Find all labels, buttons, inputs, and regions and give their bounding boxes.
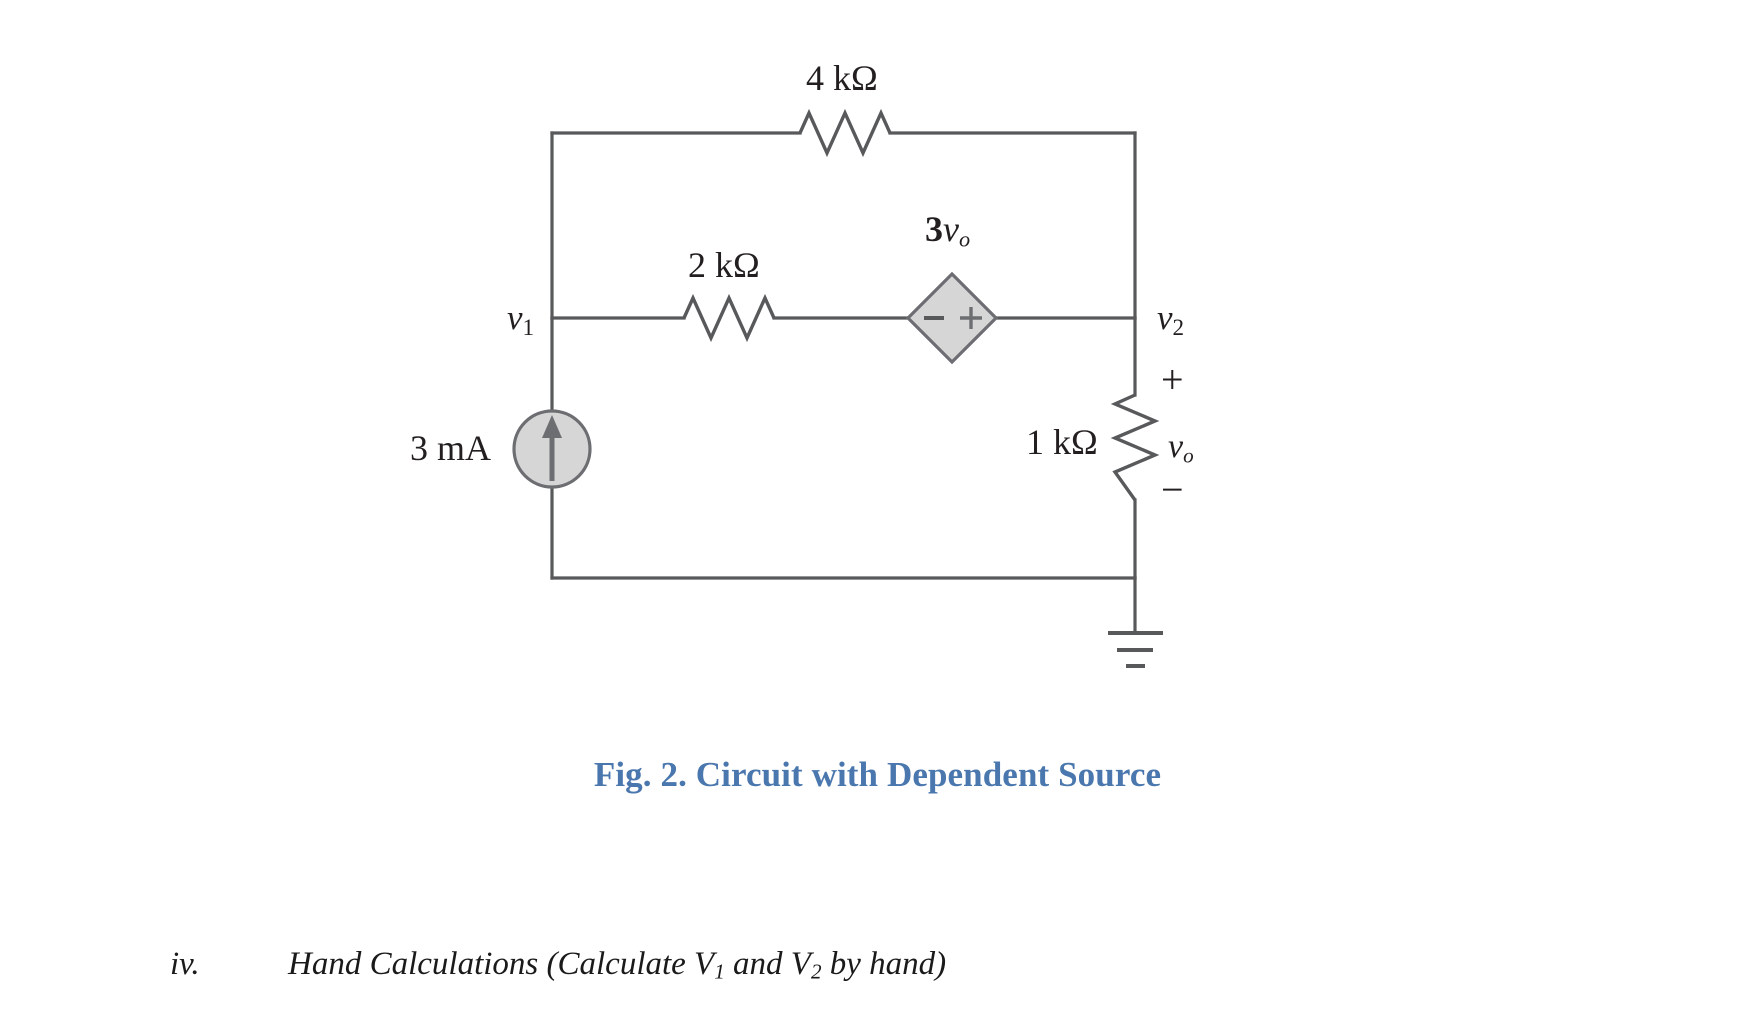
node-label-v2: v2: [1157, 300, 1184, 339]
task-text-before: Hand Calculations (Calculate V: [288, 946, 715, 982]
resistor-4k-zigzag: [798, 108, 892, 158]
resistor-1k-zigzag: [1110, 393, 1160, 501]
resistor-1k-label: 1 kΩ: [1026, 422, 1098, 462]
circuit-svg-canvas: [512, 108, 1163, 668]
task-enumerator: iv.: [170, 946, 200, 982]
dependent-source-label-gain: 3: [925, 209, 943, 249]
task-text-after: by hand): [821, 946, 947, 982]
resistor-2k-label: 2 kΩ: [688, 245, 760, 285]
vo-label-subscript: o: [1183, 443, 1194, 468]
figure-caption: Fig. 2. Circuit with Dependent Source: [593, 755, 1162, 794]
current-source-label: 3 mA: [410, 428, 491, 468]
node-label-v2-name: v: [1157, 298, 1173, 337]
dependent-source-diamond: [905, 271, 999, 365]
vo-plus-sign: +: [1161, 357, 1184, 402]
task-subscript-2: 2: [810, 959, 822, 984]
node-label-v1-name: v: [507, 298, 523, 337]
node-label-v2-subscript: 2: [1172, 313, 1185, 340]
task-text-middle: and V: [724, 946, 811, 982]
task-instruction-line: iv. Hand Calculations (Calculate V1 and V…: [170, 946, 946, 985]
circuit-diagram-figure: 4 kΩ 2 kΩ 1 kΩ 3 mA 3vo v1 v2 + vo − Fig…: [410, 58, 1194, 794]
current-source-arrow-head: [542, 415, 562, 438]
resistor-2k-zigzag: [682, 293, 776, 343]
dependent-source-label-subscript: o: [958, 226, 971, 252]
task-subscript-1: 1: [714, 959, 725, 984]
vo-minus-sign: −: [1161, 467, 1184, 512]
vo-label-name: v: [1168, 428, 1184, 465]
vo-label: vo: [1168, 430, 1194, 466]
resistor-4k-label: 4 kΩ: [806, 58, 878, 98]
dependent-source-label-var: v: [943, 209, 959, 249]
dependent-source-label: 3vo: [925, 211, 970, 251]
node-label-v1-subscript: 1: [522, 313, 535, 340]
node-label-v1: v1: [507, 300, 534, 339]
